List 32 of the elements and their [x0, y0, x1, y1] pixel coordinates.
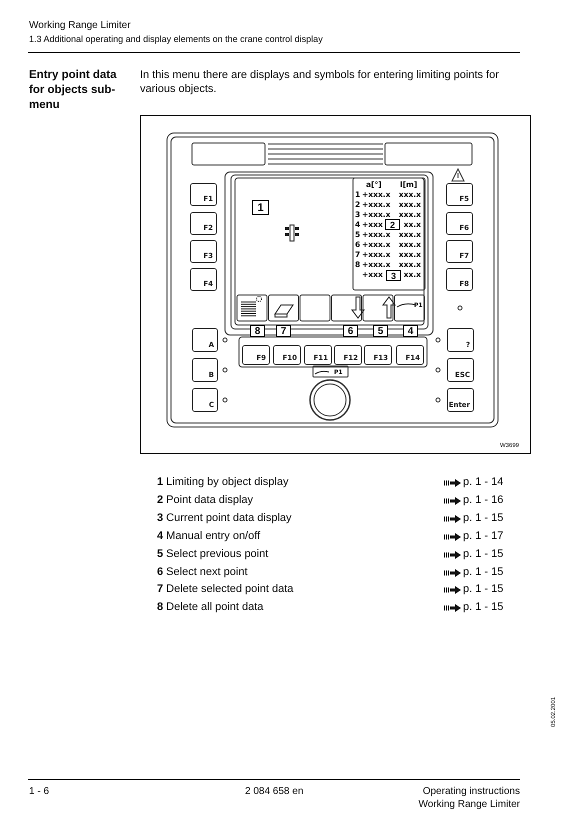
page-reference: p. 1 - 15 — [463, 601, 504, 614]
page-reference: p. 1 - 17 — [463, 530, 504, 542]
callout-number: 5 — [373, 325, 388, 337]
legend-item: 1 Limiting by object display — [157, 476, 288, 488]
page-reference: p. 1 - 14 — [463, 476, 504, 488]
header-title: Working Range Limiter — [29, 20, 131, 32]
page-reference: p. 1 - 15 — [463, 583, 504, 596]
section-heading: Entry point data for objects sub-menu — [29, 68, 118, 113]
page-reference: p. 1 - 15 — [463, 548, 504, 560]
legend-item: 5 Select previous point — [157, 548, 268, 560]
callout-number: 4 — [403, 325, 418, 337]
callout-number: 8 — [250, 325, 265, 337]
legend-item: 7 Delete selected point data — [157, 583, 294, 596]
legend-item: 2 Point data display — [157, 494, 254, 506]
legend-item: 8 Delete all point data — [157, 601, 264, 614]
callout-number: 2 — [385, 219, 400, 230]
legend-item: 3 Current point data display — [157, 512, 292, 524]
footer-text: Working Range Limiter — [418, 799, 520, 811]
callout-number: 1 — [252, 200, 269, 215]
footer-text: Operating instructions — [422, 786, 520, 798]
callout-number: 3 — [386, 270, 401, 281]
legend-item: 6 Select next point — [157, 566, 248, 578]
callout-number: 6 — [343, 325, 358, 337]
page-reference: p. 1 - 15 — [463, 566, 504, 578]
document-number: 2 084 658 en — [245, 786, 304, 798]
page-reference: p. 1 - 16 — [463, 494, 504, 506]
intro-paragraph: In this menu there are displays and symbols for entering limiting points for various objects. — [140, 68, 500, 97]
callout-number: 7 — [276, 325, 291, 337]
legend-item: 4 Manual entry on/off — [157, 530, 260, 542]
page-reference: p. 1 - 15 — [463, 512, 504, 524]
header-subtitle: 1.3 Additional operating and display elements on the crane control display — [29, 34, 323, 45]
page-number: 1 - 6 — [29, 786, 50, 798]
